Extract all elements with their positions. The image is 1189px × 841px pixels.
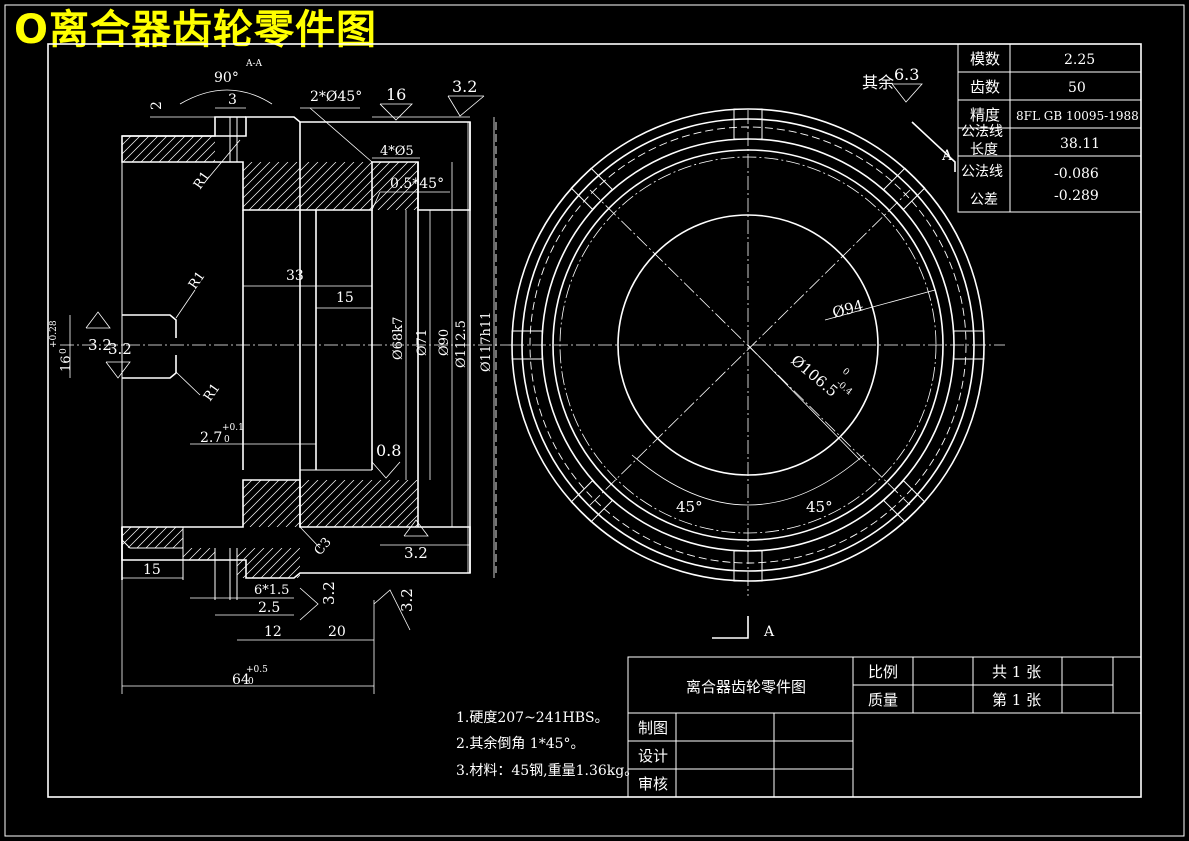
slot xyxy=(733,108,763,140)
title-block-mass-label: 质量 xyxy=(868,691,898,709)
dim-2-7-sub: 0 xyxy=(224,435,230,445)
dim-2-5: 2.5 xyxy=(258,600,280,616)
dim-15-bottom: 15 xyxy=(143,562,161,578)
roughness-label: 其余 xyxy=(862,73,894,92)
slot xyxy=(883,480,926,523)
title-block-scale-label: 比例 xyxy=(868,663,898,681)
param-name-accuracy: 精度 xyxy=(970,106,1000,124)
title-block-designed-by: 设计 xyxy=(638,747,668,765)
dim-2-7-sup: +0.1 xyxy=(222,423,244,433)
param-name-module: 模数 xyxy=(970,50,1000,68)
dim-dia-90: Ø90 xyxy=(437,329,452,356)
dim-4x5: 4*Ø5 xyxy=(380,144,414,159)
technical-notes: 1.硬度207~241HBS。 2.其余倒角 1*45°。 3.材料：45钢,重… xyxy=(456,710,638,779)
note-3: 3.材料：45钢,重量1.36kg。 xyxy=(456,763,638,779)
dim-33: 33 xyxy=(286,268,304,284)
rough-0-8: 0.8 xyxy=(376,441,401,460)
dim-dia-106-5-sup: 0 xyxy=(840,367,851,379)
roughness-note: 其余 6.3 xyxy=(862,65,923,103)
dim-chamfer-05x45: 0.5*45° xyxy=(390,176,444,192)
dim-dia-71: Ø71 xyxy=(415,329,430,356)
dim-dia-68k7: Ø68k7 xyxy=(391,317,406,360)
section-label: A-A xyxy=(245,59,263,69)
param-value-span-tol-lower: -0.289 xyxy=(1054,188,1099,204)
rough-16: 16 xyxy=(386,85,406,104)
rough-3-2-left-a: 3.2 xyxy=(88,336,112,354)
title-block-drawn-by: 制图 xyxy=(638,719,668,737)
dim-r1-a: R1 xyxy=(191,169,214,192)
param-value-module: 2.25 xyxy=(1064,52,1095,68)
param-name-span-tol-b: 公差 xyxy=(970,192,998,208)
hatch-pattern xyxy=(122,136,418,578)
dim-dia-106-5: Ø106.5 xyxy=(787,351,841,400)
dim-3: 3 xyxy=(228,92,237,108)
slot xyxy=(570,167,613,210)
dim-2: 2 xyxy=(149,101,165,110)
rough-3-2-vert-a: 3.2 xyxy=(320,581,338,605)
param-name-span-tol-a: 公法线 xyxy=(961,164,1003,180)
note-1: 1.硬度207~241HBS。 xyxy=(456,710,609,726)
param-name-teeth: 齿数 xyxy=(970,78,1000,96)
title-block-checked-by: 审核 xyxy=(638,775,668,793)
dim-dia-94: Ø94 xyxy=(830,296,865,322)
dim-12: 12 xyxy=(264,624,282,640)
roughness-value: 6.3 xyxy=(894,65,919,84)
slot xyxy=(570,480,613,523)
param-value-span-length: 38.11 xyxy=(1060,136,1100,152)
note-2: 2.其余倒角 1*45°。 xyxy=(456,735,585,752)
param-name-span-length-b: 长度 xyxy=(970,142,998,158)
dim-r1-b: R1 xyxy=(186,269,209,292)
rough-3-2-top: 3.2 xyxy=(452,77,477,96)
end-view: Ø94 Ø106.5 0 -0.4 45° 45° A A xyxy=(510,108,1005,640)
gear-parameter-table: 模数 2.25 齿数 50 精度 8FL GB 10095-1988 公法线 长… xyxy=(957,43,1142,213)
dim-r1-c: R1 xyxy=(201,381,224,404)
section-marker-a-top: A xyxy=(941,148,953,164)
dim-15-inner: 15 xyxy=(336,290,354,306)
param-value-accuracy: 8FL GB 10095-1988 xyxy=(1016,109,1139,123)
slot xyxy=(511,330,543,360)
slot xyxy=(883,167,926,210)
section-dimensions: 90° A-A 2 3 2*Ø45° 16 3.2 4*Ø5 0.5*45° R… xyxy=(49,59,495,694)
param-value-span-tol-upper: -0.086 xyxy=(1054,166,1099,182)
dim-6x1-5: 6*1.5 xyxy=(254,583,289,598)
title-block: 离合器齿轮零件图 比例 质量 共 1 张 第 1 张 制图 设计 审核 xyxy=(627,656,1142,798)
param-value-teeth: 50 xyxy=(1068,80,1086,96)
dim-dia-106-5-sub: -0.4 xyxy=(834,379,854,398)
dim-2-7: 2.7 xyxy=(200,430,222,446)
slot xyxy=(733,550,763,582)
dim-20: 20 xyxy=(328,624,346,640)
dim-16-sub: 0 xyxy=(59,348,69,354)
title-block-sheet-no: 第 1 张 xyxy=(992,691,1041,709)
rough-3-2-left-b: 3.2 xyxy=(108,340,132,358)
dim-angle-45-right: 45° xyxy=(806,498,833,516)
rough-3-2-bottom: 3.2 xyxy=(404,544,428,562)
dim-64: 64 xyxy=(232,672,250,688)
dim-dia-117h11: Ø117h11 xyxy=(479,312,494,372)
dim-c3: C3 xyxy=(312,535,335,559)
outer-frame xyxy=(4,4,1185,837)
slot xyxy=(953,330,985,360)
dim-chamfer-2x45: 2*Ø45° xyxy=(310,89,362,105)
rough-3-2-vert-b: 3.2 xyxy=(398,588,416,612)
dim-16: 16 xyxy=(59,355,74,372)
dim-angle-45-left: 45° xyxy=(676,498,703,516)
dim-64-sub: 0 xyxy=(248,677,254,687)
dim-16-sup: +0.28 xyxy=(49,320,59,348)
section-marker-a-bottom: A xyxy=(763,624,775,640)
title-block-name: 离合器齿轮零件图 xyxy=(686,678,806,696)
section-view xyxy=(60,116,510,600)
param-name-span-length-a: 公法线 xyxy=(961,124,1003,140)
dim-dia-112-5: Ø112.5 xyxy=(454,320,469,368)
title-block-sheets-total: 共 1 张 xyxy=(992,663,1041,681)
inner-frame xyxy=(47,43,1142,798)
dim-angle-90: 90° xyxy=(214,70,239,86)
dim-64-sup: +0.5 xyxy=(246,665,268,675)
